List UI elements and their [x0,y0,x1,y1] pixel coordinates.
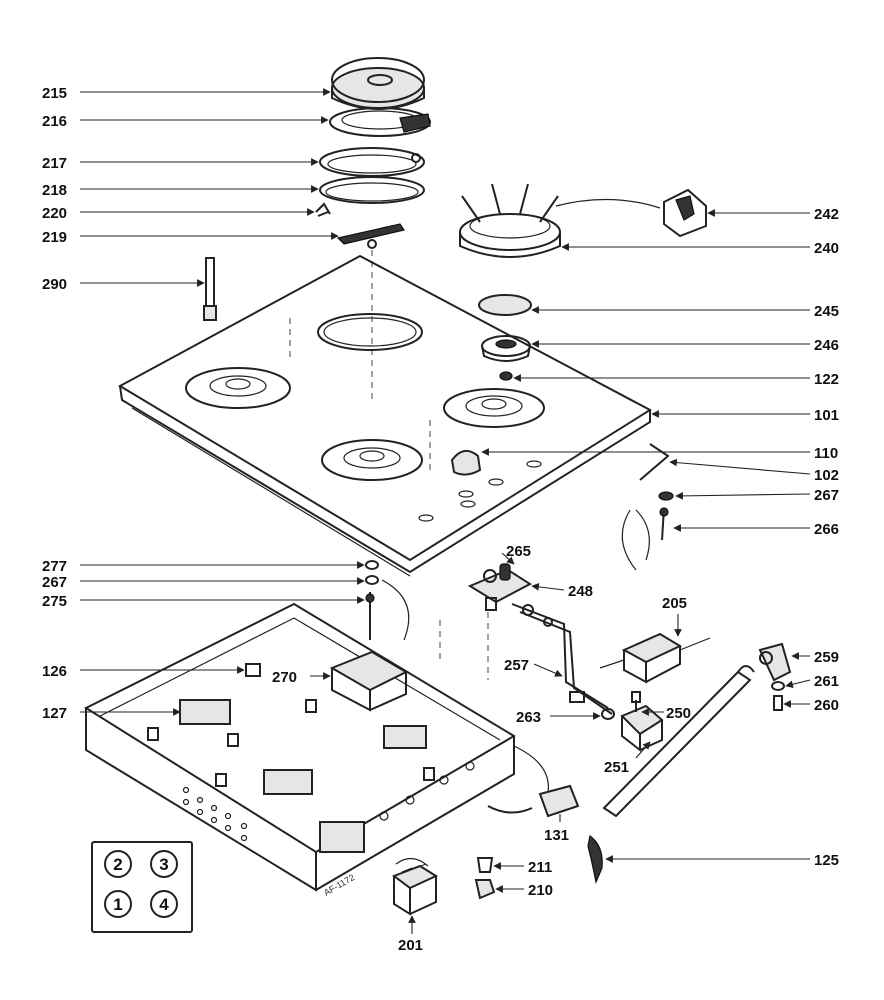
valve-250 [620,691,664,753]
label-110: 110 [814,445,838,462]
part-labels: 215 216 217 218 220 219 290 242 240 245 … [42,85,839,954]
label-261: 261 [814,673,839,690]
grommet-267-upper [658,491,674,501]
burner-cap-215 [331,57,425,110]
wire-harness-131 [487,745,580,818]
label-126: 126 [42,663,67,680]
label-127: 127 [42,705,67,722]
label-122: 122 [814,371,839,388]
label-201: 201 [398,937,423,954]
washer-261 [771,681,785,691]
label-125: 125 [814,852,839,869]
manifold-bar [602,665,755,818]
burner-layout-legend: 2 3 1 4 [91,841,193,933]
label-131: 131 [544,827,569,844]
spark-module-201 [391,863,439,916]
label-267-left: 267 [42,574,67,591]
label-275: 275 [42,593,67,610]
label-277: 277 [42,558,67,575]
label-266: 266 [814,521,839,538]
label-245: 245 [814,303,839,320]
burner-position-2: 2 [113,855,122,874]
burner-ring-218 [319,176,425,204]
label-242: 242 [814,206,839,223]
burner-cap-245 [478,294,532,316]
label-101: 101 [814,407,839,424]
label-260: 260 [814,697,839,714]
label-211: 211 [528,859,552,876]
orifice-122 [499,371,513,381]
elbow-fitting-259 [758,642,792,682]
spark-plug-265 [499,563,511,581]
grate-240 [459,183,561,258]
grate-foot-242 [663,188,707,238]
label-257: 257 [504,657,529,674]
screw-260 [773,695,783,711]
label-219: 219 [42,229,67,246]
electrode-266 [659,507,669,541]
label-216: 216 [42,113,67,130]
label-220: 220 [42,205,67,222]
label-270: 270 [272,669,297,686]
burner-head-246 [481,335,531,362]
clip-220 [315,202,331,217]
leader-lines [80,88,811,934]
bracket-219 [336,223,405,249]
trim-102 [639,443,670,481]
label-215: 215 [42,85,67,102]
orifice-263 [601,708,615,720]
electrode-assembly-275 [365,560,379,640]
label-246: 246 [814,337,839,354]
burner-base-216 [329,107,431,137]
label-250: 250 [666,705,691,722]
label-267-right: 267 [814,487,839,504]
burner-position-3: 3 [159,855,168,874]
label-240: 240 [814,240,839,257]
label-217: 217 [42,155,67,172]
cooktop-101 [117,254,652,577]
switch-block-205 [599,632,711,684]
label-290: 290 [42,276,67,293]
clip-210 [474,879,496,900]
burner-base-248 [467,568,532,611]
label-248: 248 [568,583,593,600]
burner-ring-217 [319,147,425,177]
knob-110 [450,449,482,476]
burner-position-1: 1 [113,895,122,914]
screw-290 [203,257,217,321]
label-259: 259 [814,649,839,666]
burner-position-4: 4 [159,895,169,914]
label-265: 265 [506,543,531,560]
label-218: 218 [42,182,67,199]
label-102: 102 [814,467,839,484]
label-210: 210 [528,882,553,899]
chassis [83,602,516,892]
label-205: 205 [662,595,687,612]
label-263: 263 [516,709,541,726]
gas-tube-257 [511,603,613,715]
label-251: 251 [604,759,629,776]
cap-211 [476,857,494,873]
spring-clip-125 [587,834,603,885]
